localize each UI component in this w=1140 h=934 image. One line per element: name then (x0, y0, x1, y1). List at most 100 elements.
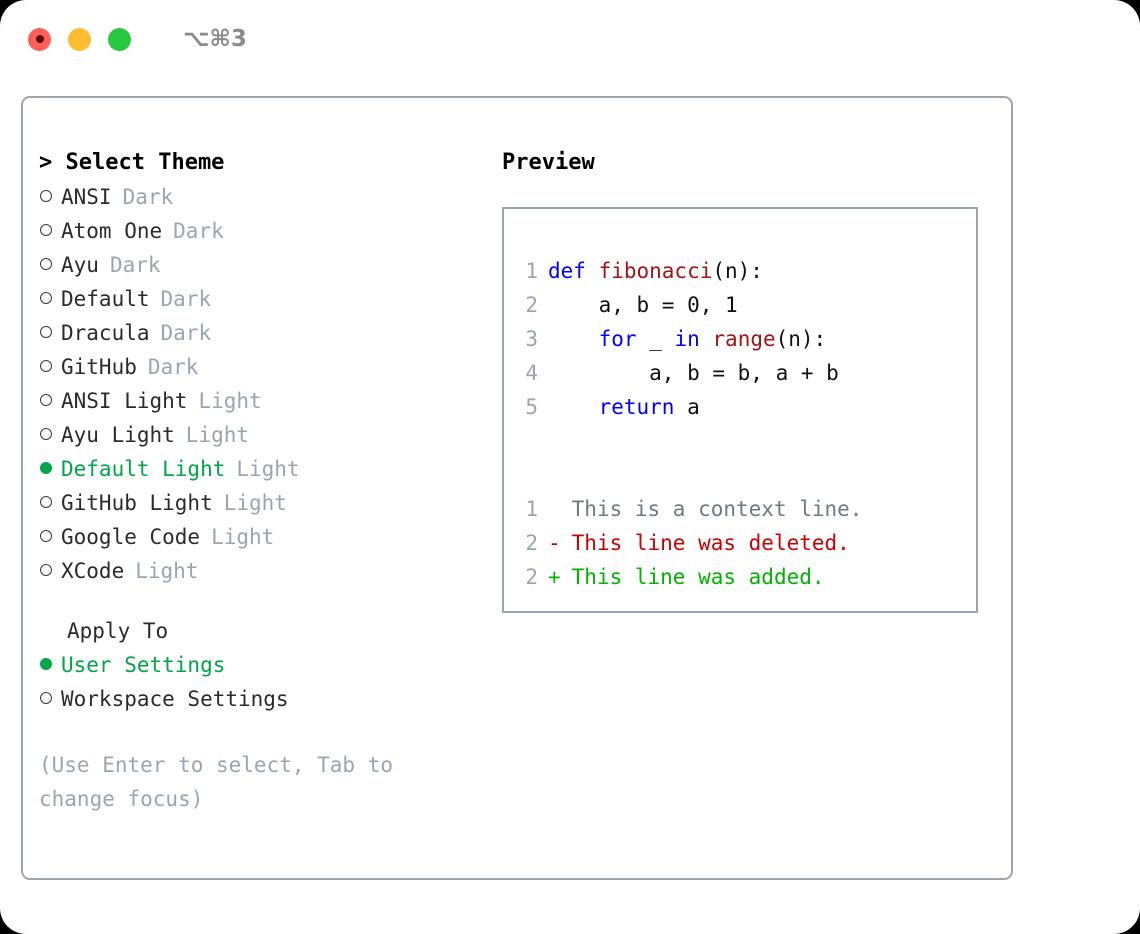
theme-name: GitHub (61, 355, 137, 379)
line-number: 2 (525, 565, 538, 589)
code-token: def (548, 259, 599, 283)
preview-heading: Preview (502, 150, 595, 175)
theme-name: GitHub Light (61, 491, 213, 515)
theme-category: Light (185, 423, 250, 447)
code-content: def fibonacci(n): (548, 254, 763, 288)
theme-name: Default (61, 287, 150, 311)
minimize-button[interactable] (68, 27, 91, 51)
code-token: (n): (712, 259, 763, 283)
list-item[interactable]: GitHub Light Light (39, 486, 489, 520)
keyboard-shortcut-label: ⌥⌘3 (183, 26, 247, 52)
theme-category: Light (236, 457, 300, 481)
code-content: a, b = 0, 1 (548, 288, 738, 322)
theme-category: Dark (160, 321, 212, 345)
code-token: fibonacci (598, 259, 713, 283)
code-line: 2 a, b = 0, 1 (516, 288, 976, 322)
theme-category: Dark (122, 185, 174, 209)
diff-line-added: 2 + This line was added. (516, 560, 976, 594)
theme-name: Ayu (61, 253, 99, 277)
code-token (548, 327, 599, 351)
apply-option-label: User Settings (61, 653, 226, 677)
code-token (548, 395, 599, 419)
list-item[interactable]: ANSI Light Light (39, 384, 489, 418)
code-line: 5 return a (516, 390, 976, 424)
window-controls (28, 27, 131, 51)
line-number: 5 (525, 395, 538, 419)
line-number: 4 (525, 361, 538, 385)
apply-to-heading: Apply To (67, 619, 169, 643)
theme-name: Dracula (61, 321, 150, 345)
list-item[interactable]: Default Dark (39, 282, 489, 316)
list-item[interactable]: Ayu Dark (39, 248, 489, 282)
theme-list: ANSI Dark Atom One Dark Ayu Dark (39, 180, 489, 588)
code-token: return (598, 395, 675, 419)
code-line: 4 a, b = b, a + b (516, 356, 976, 390)
apply-option-label: Workspace Settings (61, 687, 289, 711)
code-line: 3 for _ in range(n): (516, 322, 976, 356)
theme-selection-column: > Select Theme ANSI Dark Atom One Dark (39, 146, 489, 816)
main-panel: > Select Theme ANSI Dark Atom One Dark (21, 96, 1013, 880)
theme-name: Atom One (61, 219, 163, 243)
theme-name: ANSI Light (61, 389, 188, 413)
theme-name: Ayu Light (61, 423, 175, 447)
apply-option-workspace-settings[interactable]: Workspace Settings (39, 682, 489, 716)
line-number: 2 (525, 531, 538, 555)
code-token: a, b = 0, 1 (548, 293, 738, 317)
maximize-button[interactable] (108, 27, 131, 51)
code-token (700, 327, 713, 351)
code-token: a, b = b, a + b (548, 361, 839, 385)
theme-name: Default Light (61, 457, 226, 481)
diff-marker: - (548, 531, 561, 555)
apply-to-group: Apply To User Settings Workspace Setting… (39, 614, 489, 716)
list-item-selected[interactable]: Default Light Light (39, 452, 489, 486)
close-icon (35, 35, 44, 43)
theme-category: Dark (173, 219, 224, 243)
theme-category: Light (135, 559, 199, 583)
theme-category: Dark (160, 287, 212, 311)
theme-name: Google Code (61, 525, 201, 549)
apply-option-user-settings[interactable]: User Settings (39, 648, 489, 682)
diff-text: This line was deleted. (571, 531, 850, 555)
theme-category: Dark (147, 355, 199, 379)
code-token: a (674, 395, 700, 419)
list-item[interactable]: Google Code Light (39, 520, 489, 554)
list-item[interactable]: ANSI Dark (39, 180, 489, 214)
diff-text: This line was added. (571, 565, 825, 589)
code-content: for _ in range(n): (548, 322, 827, 356)
preview-column: Preview 1 def fibonacci(n): 2 a, b = 0, … (502, 146, 992, 613)
line-number: 1 (525, 259, 538, 283)
theme-category: Light (211, 525, 275, 549)
line-number: 2 (525, 293, 538, 317)
theme-name: ANSI (61, 185, 112, 209)
code-token: (n): (775, 327, 827, 351)
code-content: return a (548, 390, 700, 424)
diff-text: This is a context line. (571, 497, 863, 521)
keyboard-hint-text: (Use Enter to select, Tab to change focu… (39, 753, 394, 811)
spacer (516, 458, 976, 492)
theme-category: Light (198, 389, 262, 413)
code-token: for (598, 327, 637, 351)
list-item[interactable]: Atom One Dark (39, 214, 489, 248)
close-button[interactable] (28, 27, 51, 51)
list-item[interactable]: Dracula Dark (39, 316, 489, 350)
code-token: in (674, 327, 700, 351)
list-item[interactable]: XCode Light (39, 554, 489, 588)
preview-box: 1 def fibonacci(n): 2 a, b = 0, 1 3 for … (502, 207, 978, 613)
code-content: a, b = b, a + b (548, 356, 839, 390)
diff-marker (548, 492, 561, 526)
theme-name: XCode (61, 559, 125, 583)
code-token: _ (636, 327, 675, 351)
code-token: range (712, 327, 776, 351)
title-bar: ⌥⌘3 (0, 0, 1140, 78)
line-number: 1 (525, 497, 538, 521)
spacer (516, 424, 976, 458)
select-theme-heading: > Select Theme (39, 150, 225, 175)
theme-category: Dark (109, 253, 161, 277)
diff-line-context: 1 This is a context line. (516, 492, 976, 526)
theme-category: Light (223, 491, 287, 515)
code-line: 1 def fibonacci(n): (516, 254, 976, 288)
list-item[interactable]: GitHub Dark (39, 350, 489, 384)
list-item[interactable]: Ayu Light Light (39, 418, 489, 452)
diff-line-deleted: 2 - This line was deleted. (516, 526, 976, 560)
